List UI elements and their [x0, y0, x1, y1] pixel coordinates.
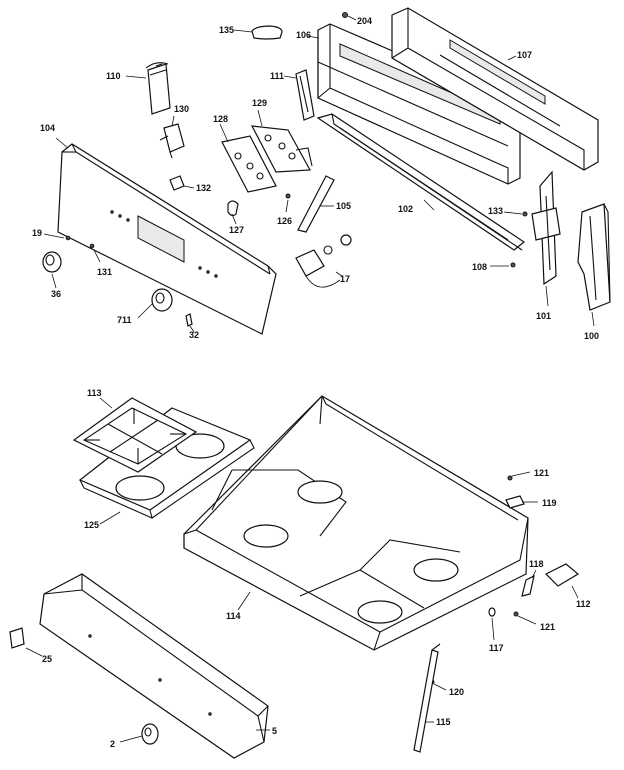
part-25-block: [9, 627, 25, 649]
part-121-screw-lower: [513, 611, 519, 617]
label-115: 115: [436, 717, 451, 727]
part-126-screw: [285, 193, 291, 199]
label-17: 17: [340, 274, 350, 284]
label-100: 100: [584, 331, 599, 341]
label-5: 5: [272, 726, 277, 736]
label-204: 204: [357, 16, 372, 26]
label-104: 104: [40, 123, 55, 133]
label-105: 105: [336, 201, 351, 211]
part-131-screw: [89, 243, 95, 249]
part-107-top-cover: [391, 7, 599, 171]
part-114-cooktop: [183, 395, 529, 651]
part-2-knob: [141, 723, 159, 745]
label-113: 113: [87, 388, 102, 398]
part-115-rod: [413, 643, 441, 753]
part-101-bracket: [531, 170, 561, 286]
part-127-spacer: [227, 200, 239, 217]
part-labels: 135 204 106 107 110 111 130 129 128 104 …: [32, 16, 599, 749]
part-105-tube: [297, 175, 335, 233]
label-121-lower: 121: [540, 622, 555, 632]
part-132-clip: [169, 175, 185, 191]
label-107: 107: [517, 50, 532, 60]
label-32: 32: [189, 330, 199, 340]
label-108: 108: [472, 262, 487, 272]
label-101: 101: [536, 311, 551, 321]
label-133: 133: [488, 206, 503, 216]
label-131: 131: [97, 267, 112, 277]
label-132: 132: [196, 183, 211, 193]
part-102-channel: [316, 113, 526, 251]
label-125: 125: [84, 520, 99, 530]
part-121-screw-upper: [507, 475, 513, 481]
label-711: 711: [117, 315, 132, 325]
leader-lines: [25, 15, 595, 743]
part-110-cylinder: [145, 62, 171, 115]
label-25: 25: [42, 654, 52, 664]
part-32-clip: [185, 313, 193, 327]
label-19: 19: [32, 228, 42, 238]
label-129: 129: [252, 98, 267, 108]
part-36-knob: [42, 251, 62, 273]
part-100-side-panel: [577, 203, 611, 311]
label-112: 112: [576, 599, 591, 609]
label-102: 102: [398, 204, 413, 214]
label-135: 135: [219, 25, 234, 35]
label-111: 111: [270, 71, 284, 81]
part-112-bracket: [544, 563, 580, 587]
part-108-screw: [510, 262, 516, 268]
part-104-control-panel: [57, 143, 277, 335]
part-133-screw: [522, 211, 528, 217]
label-106: 106: [296, 30, 311, 40]
part-128-plate: [221, 135, 277, 193]
part-118-clip: [521, 574, 535, 597]
label-126: 126: [277, 216, 292, 226]
label-118: 118: [529, 559, 544, 569]
label-114: 114: [226, 611, 241, 621]
label-36: 36: [51, 289, 61, 299]
part-113-grate: [72, 397, 198, 473]
part-5-front-trim: [39, 573, 269, 759]
part-135-cap: [251, 25, 283, 40]
label-121-upper: 121: [534, 468, 549, 478]
part-117-screw: [488, 607, 496, 617]
label-119: 119: [542, 498, 557, 508]
part-204-screw: [342, 12, 348, 18]
part-106-back-trim: [317, 23, 521, 185]
label-120: 120: [449, 687, 464, 697]
part-19-screw: [65, 235, 71, 241]
part-129-switch: [250, 125, 313, 173]
label-127: 127: [229, 225, 244, 235]
part-111-bracket: [295, 69, 315, 121]
label-2: 2: [110, 739, 115, 749]
label-130: 130: [174, 104, 189, 114]
part-17-igniter: [295, 234, 352, 288]
label-128: 128: [213, 114, 228, 124]
label-110: 110: [106, 71, 121, 81]
label-117: 117: [489, 643, 504, 653]
part-130-clip: [159, 123, 185, 159]
part-119-bracket: [505, 495, 525, 509]
part-711-knob: [151, 288, 173, 312]
